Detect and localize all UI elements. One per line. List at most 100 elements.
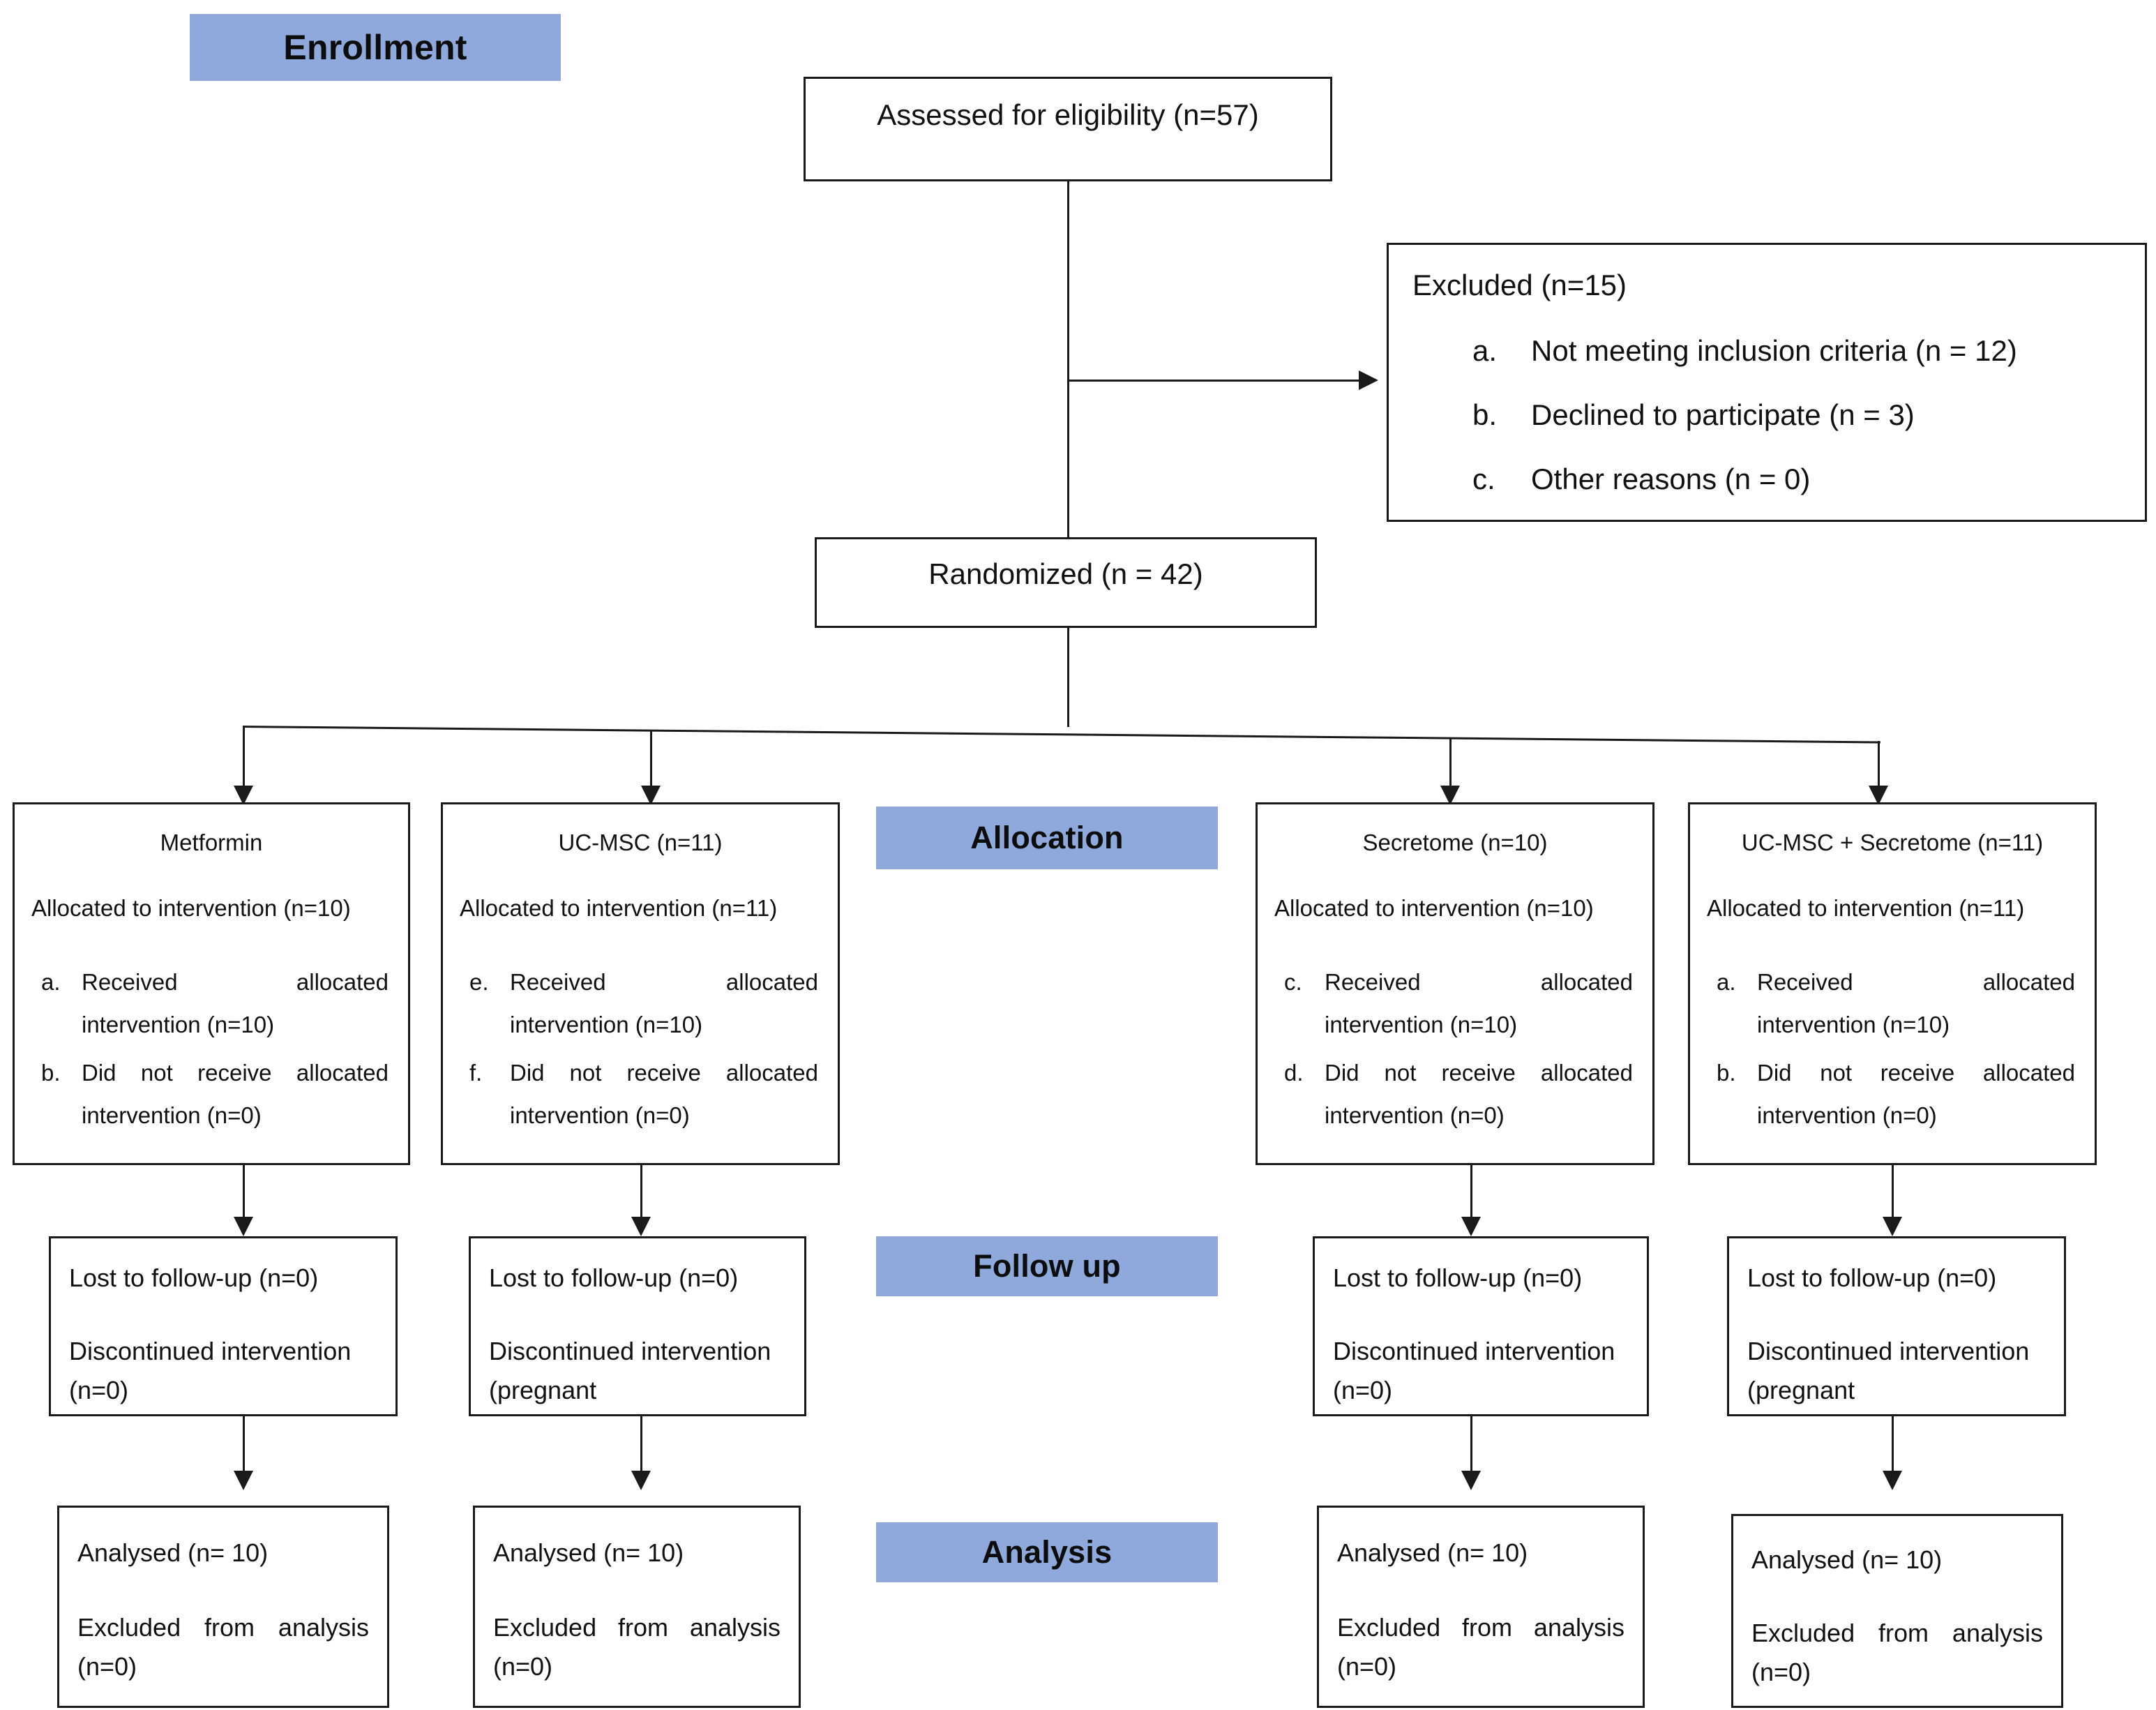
- followup-lost-text: Lost to follow-up (n=0): [69, 1263, 319, 1292]
- arrow-into-arm-4-icon: [1869, 786, 1888, 805]
- stage-label-followup: Follow up: [876, 1236, 1218, 1296]
- list-marker: a.: [1472, 334, 1498, 367]
- list-marker: f.: [469, 1060, 483, 1086]
- arm-title: Metformin: [160, 830, 263, 855]
- randomized-box: Randomized (n = 42): [815, 537, 1317, 628]
- assessed-for-eligibility-text: Assessed for eligibility (n=57): [877, 98, 1259, 131]
- analysis-excluded-text: Excluded from analysis (n=0): [1337, 1613, 1624, 1681]
- list-text: Received allocated intervention (n=10): [510, 969, 818, 1038]
- list-marker: b.: [41, 1060, 61, 1086]
- arrow-arm-2-followup-icon: [631, 1217, 651, 1236]
- connector-arm-4-allocation-to-followup: [1892, 1165, 1894, 1220]
- arrow-arm-2-analysis-icon: [631, 1471, 651, 1490]
- connector-arm-4-followup-to-analysis: [1892, 1416, 1894, 1473]
- list-text: Did not receive allocated intervention (…: [510, 1060, 818, 1129]
- excluded-box: Excluded (n=15) a. Not meeting inclusion…: [1387, 243, 2147, 522]
- arm-intervention-list: a. Received allocated intervention (n=10…: [1690, 961, 2095, 1137]
- connector-arm-2-followup-to-analysis: [640, 1416, 642, 1473]
- arm-intervention-item: d. Did not receive allocated interventio…: [1284, 1051, 1633, 1137]
- analysis-analysed-text: Analysed (n= 10): [493, 1538, 684, 1567]
- stage-label-enrollment: Enrollment: [190, 14, 561, 81]
- arm-intervention-list: c. Received allocated intervention (n=10…: [1258, 961, 1652, 1137]
- connector-assessed-to-randomized: [1067, 181, 1069, 537]
- excluded-reason-item: b. Declined to participate (n = 3): [1472, 398, 2145, 432]
- allocation-box-arm-1: Metformin Allocated to intervention (n=1…: [13, 802, 410, 1165]
- stage-label-enrollment-text: Enrollment: [283, 28, 467, 67]
- arm-allocated-text: Allocated to intervention (n=11): [1707, 895, 2025, 921]
- stage-label-allocation-text: Allocation: [970, 820, 1124, 855]
- analysis-box-arm-1: Analysed (n= 10) Excluded from analysis …: [57, 1506, 389, 1708]
- arm-allocated-text: Allocated to intervention (n=10): [1274, 895, 1594, 921]
- arm-intervention-item: f. Did not receive allocated interventio…: [469, 1051, 818, 1137]
- arrow-into-arm-1-icon: [234, 786, 253, 805]
- connector-branch-bar: [242, 726, 1880, 744]
- arrow-arm-1-followup-icon: [234, 1217, 253, 1236]
- connector-branch-drop-3: [1449, 738, 1452, 788]
- followup-box-arm-2: Lost to follow-up (n=0) Discontinued int…: [469, 1236, 806, 1416]
- list-marker: c.: [1284, 969, 1302, 995]
- list-text: Received allocated intervention (n=10): [1325, 969, 1633, 1038]
- list-marker: a.: [41, 969, 61, 995]
- connector-assessed-to-excluded: [1067, 380, 1360, 382]
- allocation-box-arm-3: Secretome (n=10) Allocated to interventi…: [1256, 802, 1654, 1165]
- arrow-arm-4-analysis-icon: [1883, 1471, 1902, 1490]
- followup-discontinued-text: Discontinued intervention (n=0): [69, 1337, 352, 1404]
- followup-lost-text: Lost to follow-up (n=0): [1747, 1263, 1997, 1292]
- connector-branch-drop-2: [650, 730, 652, 788]
- followup-discontinued-text: Discontinued intervention (n=0): [1333, 1337, 1615, 1404]
- list-marker: a.: [1717, 969, 1736, 995]
- connector-randomized-stem: [1067, 628, 1069, 727]
- list-marker: d.: [1284, 1060, 1304, 1086]
- followup-discontinued-text: Discontinued intervention (pregnant: [489, 1337, 771, 1404]
- analysis-analysed-text: Analysed (n= 10): [77, 1538, 269, 1567]
- list-text: Other reasons (n = 0): [1531, 463, 1811, 495]
- arm-intervention-list: a. Received allocated intervention (n=10…: [15, 961, 408, 1137]
- followup-box-arm-3: Lost to follow-up (n=0) Discontinued int…: [1313, 1236, 1649, 1416]
- connector-arm-1-allocation-to-followup: [243, 1165, 245, 1220]
- stage-label-followup-text: Follow up: [973, 1248, 1121, 1284]
- stage-label-allocation: Allocation: [876, 807, 1218, 869]
- arm-intervention-item: e. Received allocated intervention (n=10…: [469, 961, 818, 1046]
- followup-discontinued-text: Discontinued intervention (pregnant: [1747, 1337, 2030, 1404]
- arm-allocated-text: Allocated to intervention (n=11): [460, 895, 778, 921]
- arm-title: UC-MSC (n=11): [558, 830, 723, 855]
- connector-arm-1-followup-to-analysis: [243, 1416, 245, 1473]
- followup-lost-text: Lost to follow-up (n=0): [1333, 1263, 1583, 1292]
- arm-allocated-text: Allocated to intervention (n=10): [31, 895, 351, 921]
- arm-intervention-item: a. Received allocated intervention (n=10…: [1717, 961, 2075, 1046]
- list-marker: b.: [1717, 1060, 1736, 1086]
- list-marker: e.: [469, 969, 489, 995]
- connector-arm-3-allocation-to-followup: [1470, 1165, 1472, 1220]
- arm-intervention-item: c. Received allocated intervention (n=10…: [1284, 961, 1633, 1046]
- stage-label-analysis: Analysis: [876, 1522, 1218, 1582]
- list-text: Declined to participate (n = 3): [1531, 398, 1915, 431]
- arrow-to-excluded-icon: [1359, 370, 1378, 390]
- arm-intervention-item: b. Did not receive allocated interventio…: [41, 1051, 389, 1137]
- analysis-box-arm-4: Analysed (n= 10) Excluded from analysis …: [1731, 1514, 2063, 1708]
- analysis-box-arm-2: Analysed (n= 10) Excluded from analysis …: [473, 1506, 801, 1708]
- analysis-box-arm-3: Analysed (n= 10) Excluded from analysis …: [1317, 1506, 1645, 1708]
- list-text: Did not receive allocated intervention (…: [82, 1060, 389, 1129]
- followup-lost-text: Lost to follow-up (n=0): [489, 1263, 739, 1292]
- randomized-text: Randomized (n = 42): [928, 557, 1203, 590]
- arrow-arm-3-followup-icon: [1461, 1217, 1481, 1236]
- analysis-analysed-text: Analysed (n= 10): [1337, 1538, 1528, 1567]
- connector-branch-drop-1: [243, 727, 245, 788]
- arm-intervention-item: a. Received allocated intervention (n=10…: [41, 961, 389, 1046]
- analysis-analysed-text: Analysed (n= 10): [1751, 1545, 1943, 1574]
- list-text: Received allocated intervention (n=10): [1757, 969, 2075, 1038]
- list-marker: b.: [1472, 398, 1498, 431]
- arm-title: Secretome (n=10): [1362, 830, 1548, 855]
- arm-title: UC-MSC + Secretome (n=11): [1741, 830, 2044, 855]
- arm-intervention-list: e. Received allocated intervention (n=10…: [443, 961, 838, 1137]
- excluded-reason-item: c. Other reasons (n = 0): [1472, 463, 2145, 496]
- stage-label-analysis-text: Analysis: [981, 1534, 1113, 1570]
- arrow-arm-1-analysis-icon: [234, 1471, 253, 1490]
- analysis-excluded-text: Excluded from analysis (n=0): [1751, 1619, 2043, 1686]
- list-marker: c.: [1472, 463, 1495, 495]
- followup-box-arm-4: Lost to follow-up (n=0) Discontinued int…: [1727, 1236, 2066, 1416]
- excluded-reason-item: a. Not meeting inclusion criteria (n = 1…: [1472, 334, 2145, 368]
- analysis-excluded-text: Excluded from analysis (n=0): [493, 1613, 781, 1681]
- analysis-excluded-text: Excluded from analysis (n=0): [77, 1613, 369, 1681]
